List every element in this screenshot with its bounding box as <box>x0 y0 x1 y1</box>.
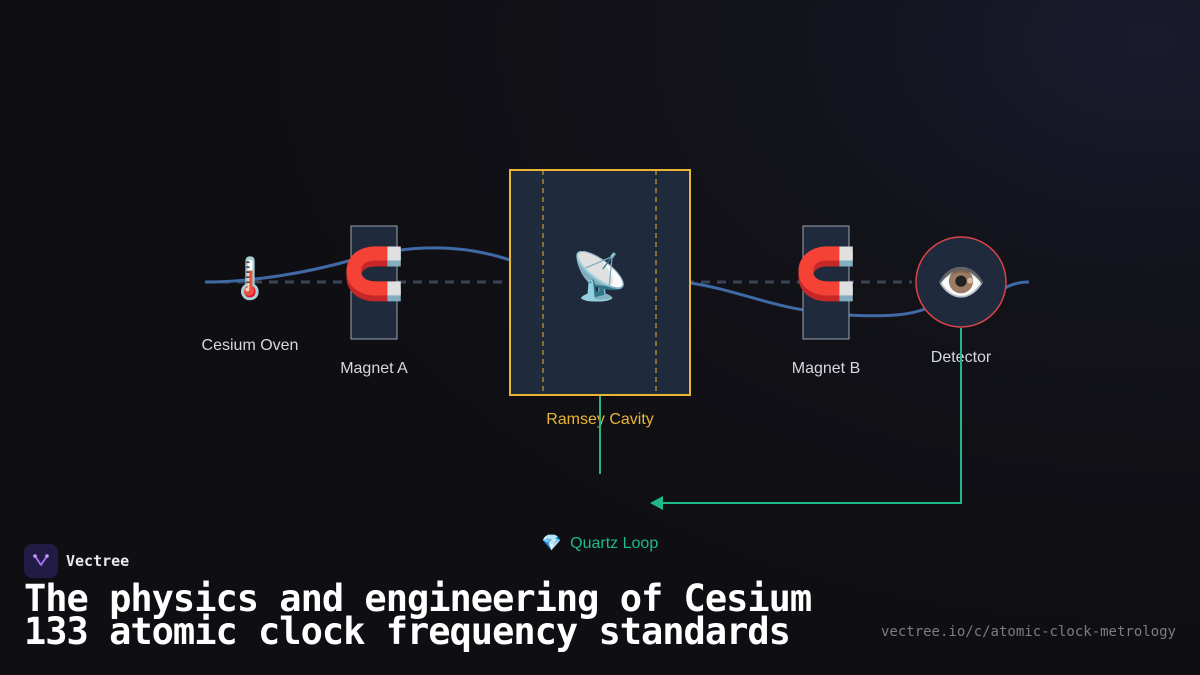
detector-circle <box>915 236 1007 328</box>
cesium-oven-label: Cesium Oven <box>202 337 299 354</box>
gem-icon: 💎 <box>542 534 562 552</box>
magnet-a-box <box>350 225 398 340</box>
thermometer-icon: 🌡️ <box>225 255 275 301</box>
magnet-b-label: Magnet B <box>792 360 860 377</box>
magnet-b: 🧲 Magnet B <box>792 225 860 377</box>
detector: 👁️ Detector <box>915 236 1007 366</box>
quartz-loop-label: 💎 Quartz Loop <box>542 534 659 552</box>
magnet-icon: 🧲 <box>343 245 405 302</box>
page-title: The physics and engineering of Cesium 13… <box>24 577 812 653</box>
brand: Vectree <box>24 544 129 578</box>
brand-name: Vectree <box>66 552 130 570</box>
feedback-arrowhead <box>650 496 663 510</box>
magnet-icon: 🧲 <box>795 245 857 302</box>
quartz-loop-text: Quartz Loop <box>570 535 658 552</box>
source-url: vectree.io/c/atomic-clock-metrology <box>880 624 1176 640</box>
quartz-feedback-loop: 💎 Quartz Loop <box>542 328 962 552</box>
ramsey-cavity: 📡 Ramsey Cavity <box>509 169 691 428</box>
magnet-b-box <box>802 225 850 340</box>
vectree-logo-icon <box>24 544 58 578</box>
magnet-a-label: Magnet A <box>340 360 408 377</box>
eye-icon: 👁️ <box>936 261 986 305</box>
satellite-dish-icon: 📡 <box>571 247 628 303</box>
cesium-oven: 🌡️ Cesium Oven <box>202 255 299 354</box>
feedback-line-detector <box>660 328 962 504</box>
magnet-a: 🧲 Magnet A <box>340 225 408 377</box>
ramsey-cavity-box <box>509 169 691 396</box>
